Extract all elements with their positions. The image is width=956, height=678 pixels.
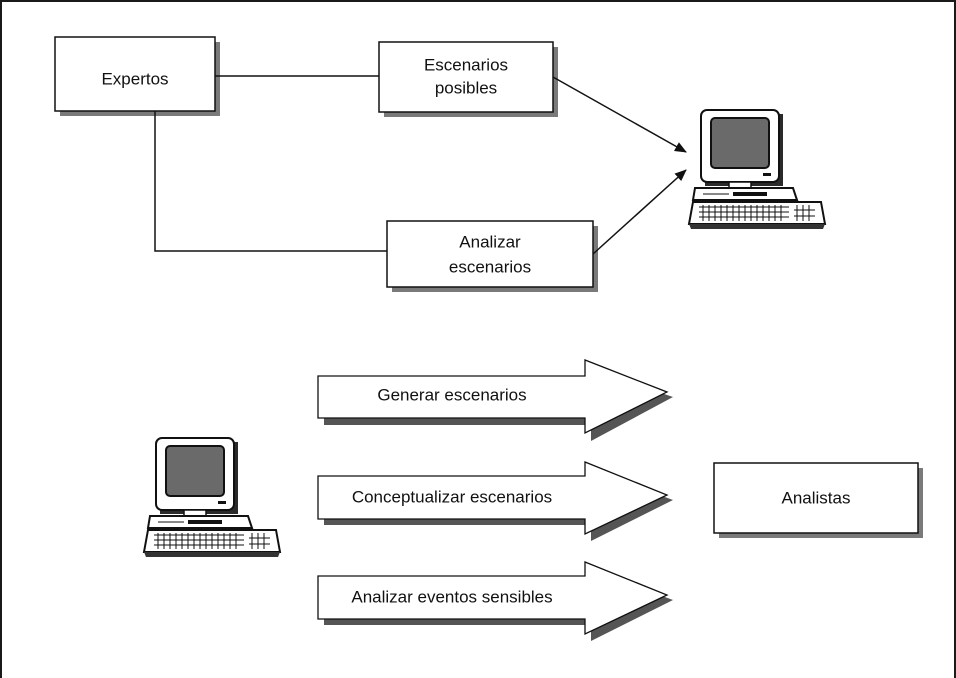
box-escenarios-posibles-line2: posibles — [435, 78, 497, 97]
box-analizar-escenarios-line1: Analizar — [459, 232, 521, 251]
box-expertos-label: Expertos — [101, 69, 168, 88]
box-analistas-label: Analistas — [782, 488, 851, 507]
box-escenarios-posibles: Escenarios posibles — [378, 41, 558, 117]
block-arrow-generar-label: Generar escenarios — [377, 385, 526, 404]
block-arrow-analizar-eventos-label: Analizar eventos sensibles — [351, 587, 552, 606]
block-arrow-generar: Generar escenarios — [317, 359, 673, 441]
box-expertos: Expertos — [54, 36, 220, 116]
block-arrow-analizar-eventos: Analizar eventos sensibles — [317, 561, 673, 641]
arrow-analizar-to-computer — [592, 169, 687, 255]
box-analistas: Analistas — [713, 462, 923, 538]
block-arrow-conceptualizar-label: Conceptualizar escenarios — [352, 487, 552, 506]
box-analizar-escenarios-line2: escenarios — [449, 257, 531, 276]
box-escenarios-posibles-line1: Escenarios — [424, 55, 508, 74]
connector-expertos-analizar — [154, 111, 387, 252]
box-analizar-escenarios: Analizar escenarios — [386, 220, 598, 292]
computer-icon — [688, 109, 826, 230]
computer-icon — [143, 437, 281, 558]
block-arrow-conceptualizar: Conceptualizar escenarios — [317, 461, 673, 541]
arrow-escenarios-to-computer — [552, 76, 687, 153]
